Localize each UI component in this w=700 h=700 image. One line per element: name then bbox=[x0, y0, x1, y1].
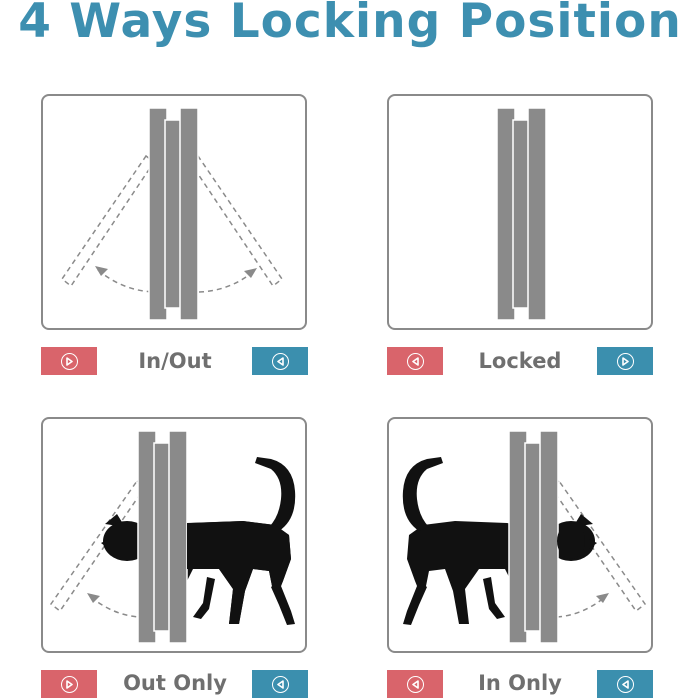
flap-panel-right bbox=[168, 430, 188, 644]
flap-panel-right bbox=[539, 430, 559, 644]
swing-arc-right bbox=[198, 271, 254, 293]
mode-label-out-only: Out Only bbox=[123, 671, 227, 695]
in-out-left-button[interactable] bbox=[41, 347, 97, 375]
cat-head-through bbox=[557, 523, 585, 559]
arrowhead-left bbox=[95, 266, 108, 276]
flap-panel-center bbox=[153, 442, 171, 632]
swing-arc-left bbox=[90, 596, 140, 618]
mode-label-in-only: In Only bbox=[478, 671, 562, 695]
locked-right-button[interactable] bbox=[597, 347, 653, 375]
in-only-left-button[interactable] bbox=[387, 670, 443, 698]
swing-arc-left bbox=[97, 269, 156, 293]
flap-diagram-in-only bbox=[387, 417, 653, 653]
flap-diagram-in-out bbox=[41, 94, 307, 330]
flap-panel-center bbox=[524, 442, 542, 632]
out-only-left-button[interactable] bbox=[41, 670, 97, 698]
mode-label-in-out: In/Out bbox=[138, 349, 212, 373]
flap-diagram-locked bbox=[387, 94, 653, 330]
mode-label-locked: Locked bbox=[478, 349, 562, 373]
swing-outline-right bbox=[188, 154, 284, 288]
arrow-left-icon bbox=[621, 679, 629, 689]
arrow-right-icon bbox=[621, 356, 629, 366]
locked-left-button[interactable] bbox=[387, 347, 443, 375]
swing-outline-left bbox=[60, 154, 156, 288]
flap-panel-right bbox=[527, 107, 547, 321]
flap-panel-right bbox=[179, 107, 199, 321]
out-only-right-button[interactable] bbox=[252, 670, 308, 698]
in-only-right-button[interactable] bbox=[597, 670, 653, 698]
arrow-right-icon bbox=[65, 356, 73, 366]
flap-panel-center bbox=[164, 119, 182, 309]
arrowhead-right bbox=[244, 268, 257, 278]
arrow-left-icon bbox=[276, 679, 284, 689]
arrowhead-right bbox=[596, 593, 609, 603]
flap-panel-center bbox=[512, 119, 530, 309]
in-out-right-button[interactable] bbox=[252, 347, 308, 375]
arrowhead-left bbox=[87, 593, 100, 603]
cat-body-front bbox=[187, 521, 291, 624]
arrow-right-icon bbox=[65, 679, 73, 689]
page-title: 4 Ways Locking Position bbox=[18, 0, 682, 49]
arrow-left-icon bbox=[411, 356, 419, 366]
swing-arc-right bbox=[556, 596, 606, 618]
arrow-left-icon bbox=[276, 356, 284, 366]
flap-diagram-out-only bbox=[41, 417, 307, 653]
arrow-left-icon bbox=[411, 679, 419, 689]
